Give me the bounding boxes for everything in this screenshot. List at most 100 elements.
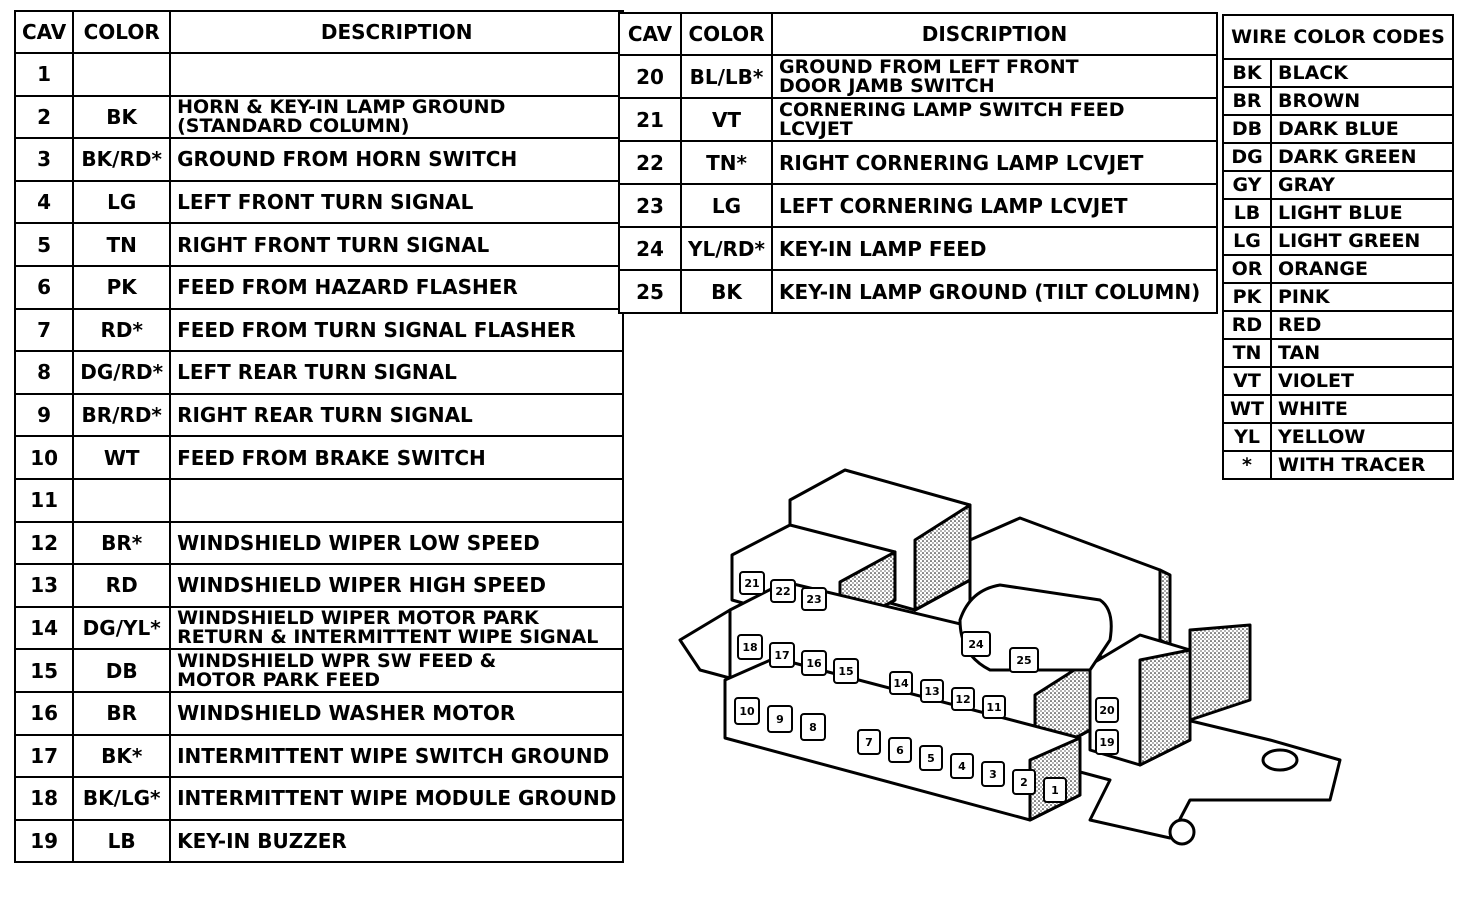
cavity-pin: 11 [982, 695, 1006, 719]
wire-color: TN* [680, 140, 773, 185]
cavity-description: LEFT REAR TURN SIGNAL [169, 350, 625, 395]
cavity-pin: 1 [1043, 777, 1067, 803]
cav-number: 8 [13, 350, 75, 395]
color-name: LIGHT BLUE [1270, 198, 1454, 228]
cavity-pin: 8 [800, 713, 826, 741]
wire-color: DB [72, 648, 172, 693]
cavity-description: WINDSHIELD WASHER MOTOR [169, 690, 625, 736]
svg-text:23: 23 [806, 593, 821, 606]
cav-number: 13 [13, 563, 75, 608]
wire-color: BK/RD* [72, 137, 172, 182]
color-codes-title: WIRE COLOR CODES [1222, 14, 1454, 60]
wire-color [72, 477, 172, 523]
svg-text:11: 11 [986, 701, 1001, 714]
cavity-description: FEED FROM TURN SIGNAL FLASHER [169, 307, 625, 353]
cav-number: 20 [618, 54, 682, 99]
color-code: BK [1222, 58, 1272, 88]
color-header: COLOR [680, 12, 773, 56]
cav-number: 6 [13, 264, 75, 310]
description-header: DISCRIPTION [771, 12, 1218, 56]
color-code: PK [1222, 282, 1272, 312]
cavity-pin: 25 [1009, 647, 1039, 673]
svg-text:14: 14 [893, 677, 909, 690]
svg-text:4: 4 [958, 760, 966, 773]
cavity-pin: 18 [737, 634, 763, 660]
color-code: GY [1222, 170, 1272, 200]
cav-number: 10 [13, 435, 75, 480]
svg-text:13: 13 [924, 685, 939, 698]
svg-text:25: 25 [1016, 654, 1031, 667]
svg-text:19: 19 [1099, 736, 1114, 749]
color-code: DB [1222, 114, 1272, 144]
cavity-description: RIGHT CORNERING LAMP LCVJET [771, 140, 1218, 185]
cavity-row: 1 [13, 52, 625, 97]
cavity-pin: 9 [767, 705, 793, 733]
cavity-description: INTERMITTENT WIPE SWITCH GROUND [169, 733, 625, 779]
wire-color: LG [72, 179, 172, 225]
wire-color: WT [72, 435, 172, 480]
cavity-description: KEY-IN LAMP FEED [771, 226, 1218, 271]
cav-number: 19 [13, 818, 75, 864]
cav-number: 21 [618, 97, 682, 142]
wire-color: DG/RD* [72, 350, 172, 395]
wire-color: VT [680, 97, 773, 142]
wire-color [72, 52, 172, 97]
svg-text:21: 21 [744, 577, 759, 590]
connector-illustration: 2122231817161514131211242520191098765432… [678, 468, 1342, 846]
cavity-description: WINDSHIELD WIPER MOTOR PARK RETURN & INT… [169, 605, 625, 651]
svg-text:22: 22 [775, 585, 790, 598]
color-name: DARK BLUE [1270, 114, 1454, 144]
cavity-pin: 23 [801, 587, 827, 611]
cav-number: 12 [13, 520, 75, 566]
color-name: BLACK [1270, 58, 1454, 88]
color-code: LG [1222, 226, 1272, 256]
cav-number: 16 [13, 690, 75, 736]
cavity-description: INTERMITTENT WIPE MODULE GROUND [169, 776, 625, 821]
color-name: TAN [1270, 338, 1454, 368]
cavity-pin: 10 [734, 697, 760, 725]
svg-text:15: 15 [838, 665, 853, 678]
cavity-pin: 6 [888, 737, 912, 763]
wire-color: BR [72, 690, 172, 736]
cav-header: CAV [618, 12, 682, 56]
cav-header: CAV [13, 10, 75, 54]
svg-text:7: 7 [865, 736, 873, 749]
color-header: COLOR [72, 10, 172, 54]
cavity-pin: 7 [857, 729, 881, 755]
cavity-description: WINDSHIELD WPR SW FEED & MOTOR PARK FEED [169, 648, 625, 693]
color-name: BROWN [1270, 86, 1454, 116]
color-name: LIGHT GREEN [1270, 226, 1454, 256]
cavity-description [169, 52, 625, 97]
wire-color: BK* [72, 733, 172, 779]
color-code-row: *WITH TRACER [1222, 450, 1454, 480]
color-code: TN [1222, 338, 1272, 368]
cavity-description: HORN & KEY-IN LAMP GROUND (STANDARD COLU… [169, 94, 625, 140]
color-code: DG [1222, 142, 1272, 172]
wire-color: BK/LG* [72, 776, 172, 821]
wire-color: RD [72, 563, 172, 608]
cav-number: 18 [13, 776, 75, 821]
color-name: WHITE [1270, 394, 1454, 424]
svg-text:24: 24 [968, 638, 984, 651]
cavity-pin: 2 [1012, 769, 1036, 795]
bracket-hole [1261, 748, 1299, 772]
